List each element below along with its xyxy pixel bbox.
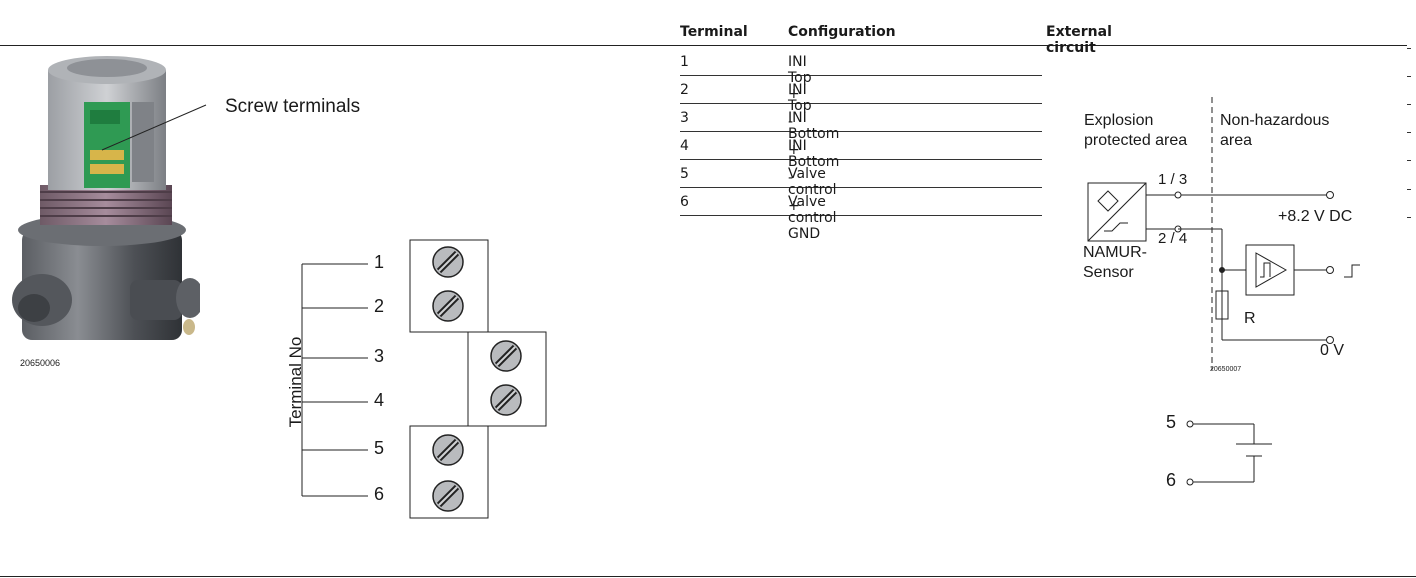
table-row-3-config: INI Bottom +	[788, 110, 840, 158]
table-row-6-terminal: 6	[680, 194, 689, 210]
terminal-number-3: 3	[374, 346, 385, 366]
valve-terminal-5: 5	[1166, 412, 1177, 432]
zone-safe-line2: area	[1220, 132, 1253, 149]
pin-label-2-4: 2 / 4	[1158, 230, 1188, 247]
device-illustration	[12, 56, 200, 340]
zone-explosion-line1: Explosion	[1084, 112, 1154, 129]
table-row-2-config: INI Top -	[788, 82, 812, 130]
valve-terminal-6: 6	[1166, 470, 1177, 490]
supply-voltage-label: +8.2 V DC	[1278, 208, 1353, 225]
table-row-1-terminal: 1	[680, 54, 689, 70]
namur-circuit-schematic	[1087, 97, 1360, 370]
top-rule	[0, 45, 1407, 46]
callout-leader	[101, 104, 207, 151]
valve-control-circuit	[1186, 420, 1272, 486]
ground-label: 0 V	[1320, 342, 1345, 359]
terminal-number-4: 4	[374, 390, 385, 410]
sensor-label-line2: Sensor	[1083, 264, 1134, 281]
header-configuration: Configuration	[788, 24, 896, 40]
circuit-figure-id: 20650007	[1210, 366, 1242, 373]
table-row-2-terminal: 2	[680, 82, 689, 98]
terminal-number-6: 6	[374, 484, 385, 504]
table-row-4-config: INI Bottom -	[788, 138, 840, 186]
pin-label-1-3: 1 / 3	[1158, 171, 1188, 188]
table-row-6-config: Valve control GND	[788, 194, 837, 242]
table-row-1-config: INI Top +	[788, 54, 812, 102]
resistor-label: R	[1244, 310, 1256, 327]
table-row-5-terminal: 5	[680, 166, 689, 182]
terminal-axis-label: Terminal No	[286, 336, 305, 428]
bottom-rule	[0, 576, 1416, 577]
terminal-number-5: 5	[374, 438, 385, 458]
table-row-3-terminal: 3	[680, 110, 689, 126]
terminal-number-2: 2	[374, 296, 385, 316]
screw-terminals-callout: Screw terminals	[225, 96, 361, 117]
header-terminal: Terminal	[680, 24, 748, 40]
header-external-circuit: External circuit	[1046, 24, 1112, 56]
device-figure-id: 20650006	[20, 358, 61, 368]
terminal-strip-diagram	[301, 239, 547, 519]
table-row-4-terminal: 4	[680, 138, 689, 154]
sensor-label-line1: NAMUR-	[1083, 244, 1147, 261]
table-row-5-config: Valve control +	[788, 166, 837, 214]
zone-safe-line1: Non-hazardous	[1220, 112, 1330, 129]
zone-explosion-line2: protected area	[1084, 132, 1188, 149]
terminal-number-1: 1	[374, 252, 385, 272]
